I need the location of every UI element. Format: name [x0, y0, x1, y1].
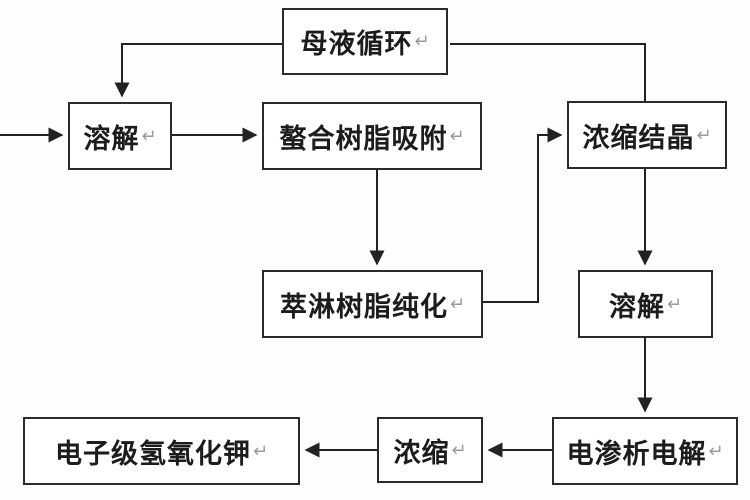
node-chelating-resin-adsorption: 螯合树脂吸附↵	[262, 102, 482, 170]
node-concentration: 浓缩↵	[377, 417, 483, 483]
paragraph-mark: ↵	[141, 125, 157, 147]
paragraph-mark: ↵	[449, 125, 465, 147]
paragraph-mark: ↵	[252, 440, 269, 462]
node-concentration-crystallization: 浓缩结晶↵	[567, 101, 727, 169]
edge-motherliquor-to-dissolve1-arrow	[114, 43, 282, 98]
node-mother-liquor-circulation: 母液循环↵	[282, 8, 448, 75]
paragraph-mark: ↵	[696, 124, 712, 146]
node-label: 浓缩结晶	[582, 122, 695, 154]
node-label: 溶解	[608, 291, 665, 323]
edge-purification-to-crystallization-arrow	[483, 127, 563, 303]
paragraph-mark: ↵	[708, 440, 724, 462]
edge-crystallization-to-motherliquor-line	[450, 43, 646, 101]
node-extraction-resin-purification: 萃淋树脂纯化↵	[262, 270, 483, 338]
node-dissolve-1: 溶解↵	[68, 102, 172, 170]
node-electrodialysis-electrolysis: 电渗析电解↵	[552, 417, 738, 485]
paragraph-mark: ↵	[414, 31, 430, 52]
node-label: 溶解	[83, 123, 140, 155]
node-label: 浓缩	[393, 437, 450, 469]
node-label: 电渗析电解	[566, 438, 707, 470]
paragraph-mark: ↵	[451, 439, 467, 461]
node-label: 萃淋树脂纯化	[279, 291, 448, 323]
node-electronic-grade-koh: 电子级氢氧化钾↵	[23, 417, 300, 485]
node-label: 螯合树脂吸附	[279, 123, 448, 155]
paragraph-mark: ↵	[666, 293, 683, 315]
node-dissolve-2: 溶解↵	[578, 270, 713, 338]
node-label: 母液循环	[300, 29, 413, 60]
node-label: 电子级氢氧化钾	[54, 438, 251, 470]
paragraph-mark: ↵	[449, 293, 466, 315]
